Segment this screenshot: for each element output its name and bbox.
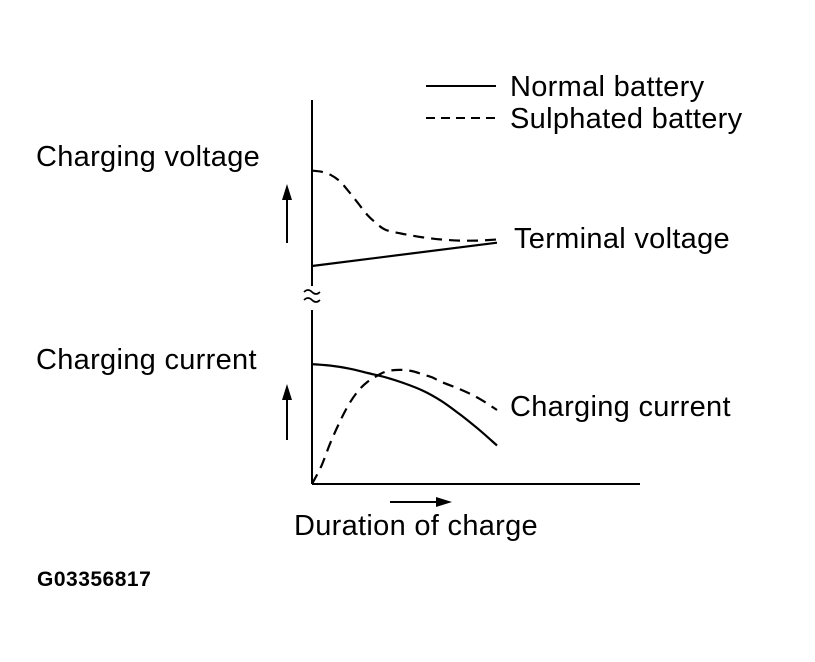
y-arrow-lower-icon (282, 384, 292, 440)
y-label-upper: Charging voltage (36, 141, 261, 173)
y-arrow-upper-icon (282, 184, 292, 243)
series-line-voltage-sulphated (311, 169, 498, 242)
figure-id: G03356817 (37, 568, 152, 591)
axis-break-mark (303, 289, 321, 303)
x-arrow-icon (390, 497, 452, 507)
series-line-current-sulphated (311, 368, 498, 485)
x-axis-label: Duration of charge (294, 510, 538, 542)
curve-label-charging-current: Charging current (510, 391, 731, 423)
legend-label-normal: Normal battery (510, 71, 705, 103)
y-label-lower: Charging current (36, 344, 257, 376)
series-line-current-normal (311, 363, 498, 447)
series-layer (311, 169, 498, 485)
curve-label-terminal-voltage: Terminal voltage (514, 223, 730, 255)
series-line-voltage-normal (311, 241, 498, 268)
legend-label-sulphated: Sulphated battery (510, 103, 743, 135)
